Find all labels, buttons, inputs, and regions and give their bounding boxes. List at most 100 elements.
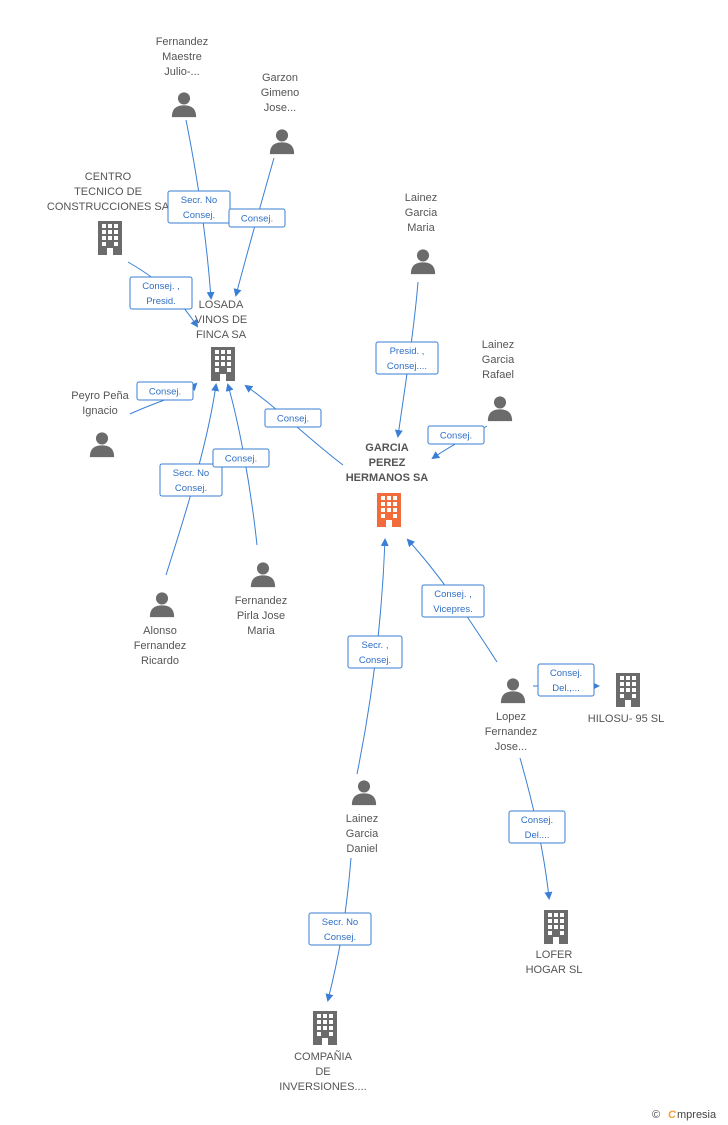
node-label: HERMANOS SA (346, 472, 429, 484)
edge-label-text: Secr. , (362, 640, 389, 651)
person-icon (351, 780, 377, 806)
node-label: Ignacio (82, 405, 117, 417)
node-label: Garzon (262, 72, 298, 84)
building-icon (313, 1011, 337, 1045)
building-icon (616, 673, 640, 707)
node-label: Fernandez (156, 36, 209, 48)
node-compania-inversiones[interactable]: COMPAÑIA DE INVERSIONES.... (279, 1011, 367, 1093)
edge-label-text: Consej. (324, 932, 356, 943)
edge-label-text: Del.,... (552, 683, 579, 694)
edge-label-text: Consej. (149, 387, 181, 398)
person-icon (410, 249, 436, 275)
edge-label-e7[interactable]: Consej. (212, 448, 270, 468)
edge-label-text: Secr. No (322, 917, 358, 928)
node-label: LOSADA (199, 299, 244, 311)
node-label: Garcia (482, 354, 515, 366)
node-hilosu[interactable]: HILOSU- 95 SL (588, 673, 664, 725)
node-label: DE (315, 1066, 330, 1078)
edge-label-text: Vicepres. (433, 604, 472, 615)
edge-label-text: Del.... (525, 830, 550, 841)
node-label: GARCIA (365, 442, 408, 454)
edge-label-box (508, 810, 566, 844)
edge-label-box (308, 912, 372, 946)
person-icon (500, 678, 526, 704)
edge-label-box (228, 208, 286, 228)
edge-label-box (421, 584, 485, 618)
node-label: INVERSIONES.... (279, 1081, 366, 1093)
node-label: CENTRO (85, 171, 132, 183)
edge-label-e12[interactable]: Secr. , Consej. (347, 635, 403, 669)
node-label: Julio-... (164, 66, 199, 78)
node-fernandez-maestre[interactable]: FernandezMaestreJulio-... (156, 36, 209, 118)
edge-label-text: Consej. (359, 655, 391, 666)
edge-label-text: Consej.... (387, 361, 427, 372)
node-label: CONSTRUCCIONES SA (47, 201, 170, 213)
node-lopez-fernandez[interactable]: LopezFernandezJose... (485, 678, 538, 753)
node-label: Fernandez (134, 640, 187, 652)
edge-label-text: Secr. No (181, 195, 217, 206)
node-label: HOGAR SL (526, 964, 583, 976)
node-label: Garcia (346, 828, 379, 840)
edge-label-e13[interactable]: Consej. Del.... (508, 810, 566, 844)
edge-label-box (167, 190, 231, 224)
node-label: Peyro Peña (71, 390, 129, 402)
edge-label-text: Consej. (521, 815, 553, 826)
nodes-layer: FernandezMaestreJulio-...GarzonGimenoJos… (47, 36, 664, 1093)
node-label: Lainez (405, 192, 437, 204)
building-icon (377, 493, 401, 527)
edge-label-box (537, 663, 595, 697)
brand-watermark: © C mpresia (652, 1109, 717, 1121)
edge-label-box (159, 463, 223, 497)
node-label: HILOSU- 95 SL (588, 713, 664, 725)
edge-label-text: Consej. , (434, 589, 472, 600)
edge-label-box (136, 381, 194, 401)
brand-copyright: © (652, 1109, 660, 1121)
edge-label-e4[interactable]: Consej. (136, 381, 194, 401)
edge-label-e2[interactable]: Consej. (228, 208, 286, 228)
edge-label-e9[interactable]: Consej. (427, 425, 485, 445)
node-label: TECNICO DE (74, 186, 142, 198)
edge-label-e3[interactable]: Consej. ,Presid. (129, 276, 193, 310)
person-icon (487, 396, 513, 422)
person-icon (149, 592, 175, 618)
edge-label-e8[interactable]: Presid. ,Consej.... (375, 341, 439, 375)
node-garzon-gimeno[interactable]: GarzonGimenoJose... (261, 72, 300, 155)
edge-label-box (347, 635, 403, 669)
edge-label-box (264, 408, 322, 428)
node-label: Lainez (482, 339, 514, 351)
edge-label-box (375, 341, 439, 375)
node-lofer-hogar[interactable]: LOFER HOGAR SL (526, 910, 583, 976)
edge-label-e11[interactable]: Consej.Del.,... (537, 663, 595, 697)
node-label: Garcia (405, 207, 438, 219)
edge-label-box (427, 425, 485, 445)
node-label: Ricardo (141, 655, 179, 667)
edge-label-e14[interactable]: Secr. No Consej. (308, 912, 372, 946)
edge-label-e6[interactable]: Secr. No Consej. (159, 463, 223, 497)
edge-label-text: Consej. (175, 483, 207, 494)
node-label: FINCA SA (196, 329, 247, 341)
edge-label-e5[interactable]: Consej. (264, 408, 322, 428)
edge-label-text: Presid. (146, 296, 176, 307)
edge-label-text: Secr. No (173, 468, 209, 479)
person-icon (89, 432, 115, 458)
edge-label-text: Consej. (277, 414, 309, 425)
node-label: Fernandez (235, 595, 288, 607)
node-label: Gimeno (261, 87, 300, 99)
node-label: COMPAÑIA (294, 1050, 353, 1063)
node-label: Maria (407, 222, 435, 234)
node-centro-tecnico[interactable]: CENTRO TECNICO DE CONSTRUCCIONES SA (47, 171, 170, 255)
node-label: Lopez (496, 711, 526, 723)
person-icon (269, 129, 295, 155)
edge-label-e10[interactable]: Consej. , Vicepres. (421, 584, 485, 618)
node-label: LOFER (536, 949, 573, 961)
